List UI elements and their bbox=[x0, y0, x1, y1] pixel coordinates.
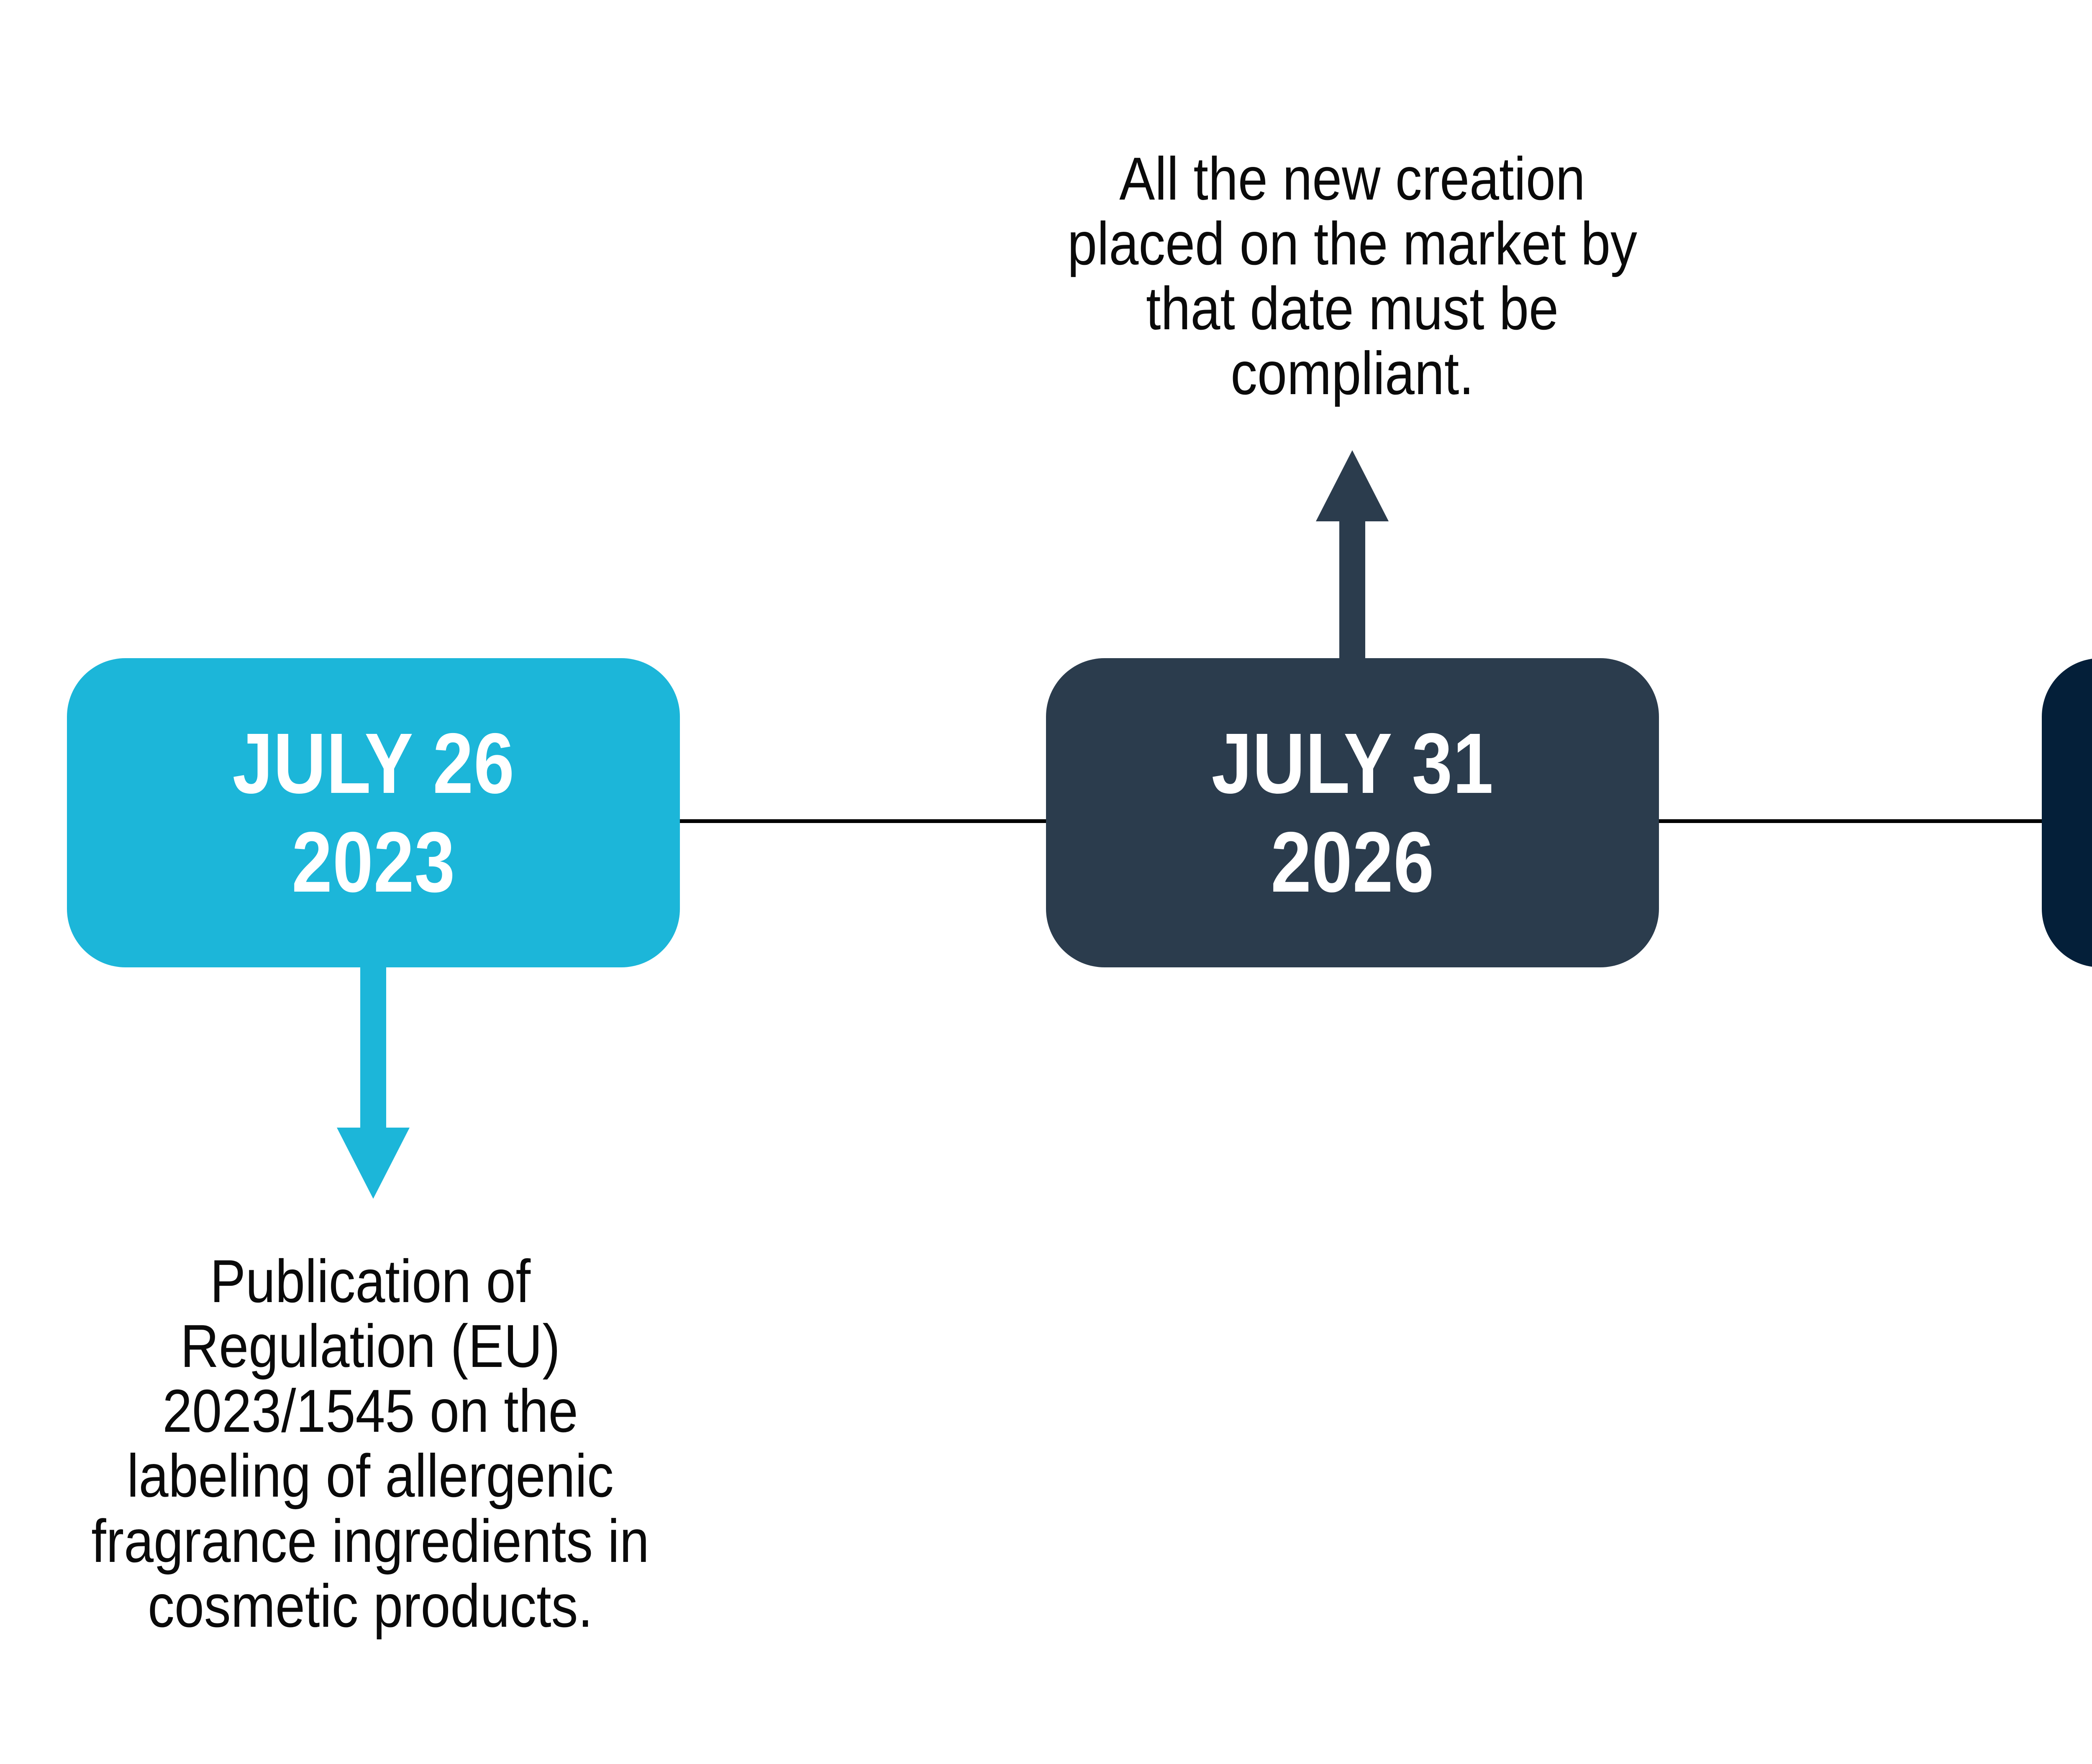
arrow-head bbox=[1316, 450, 1389, 521]
milestone-box-2026: JULY 31 2026 bbox=[1046, 658, 1659, 967]
milestone-date-2023: JULY 26 2023 bbox=[232, 715, 515, 910]
annotation-2023: Publication of Regulation (EU) 2023/1545… bbox=[91, 1247, 649, 1640]
arrow-stem bbox=[360, 964, 386, 1128]
timeline-connector-left bbox=[676, 819, 1050, 823]
arrow-head bbox=[337, 1128, 410, 1199]
milestone-date-2026: JULY 31 2026 bbox=[1211, 715, 1494, 910]
milestone-box-2028: JULY 31 2028 bbox=[2042, 658, 2092, 967]
arrow-stem bbox=[1339, 520, 1365, 661]
annotation-2026: All the new creation placed on the marke… bbox=[1067, 145, 1637, 408]
timeline-connector-right bbox=[1655, 819, 2046, 823]
down-arrow-icon-2023 bbox=[337, 964, 410, 1199]
milestone-box-2023: JULY 26 2023 bbox=[67, 658, 680, 967]
up-arrow-icon-2026 bbox=[1316, 450, 1389, 661]
